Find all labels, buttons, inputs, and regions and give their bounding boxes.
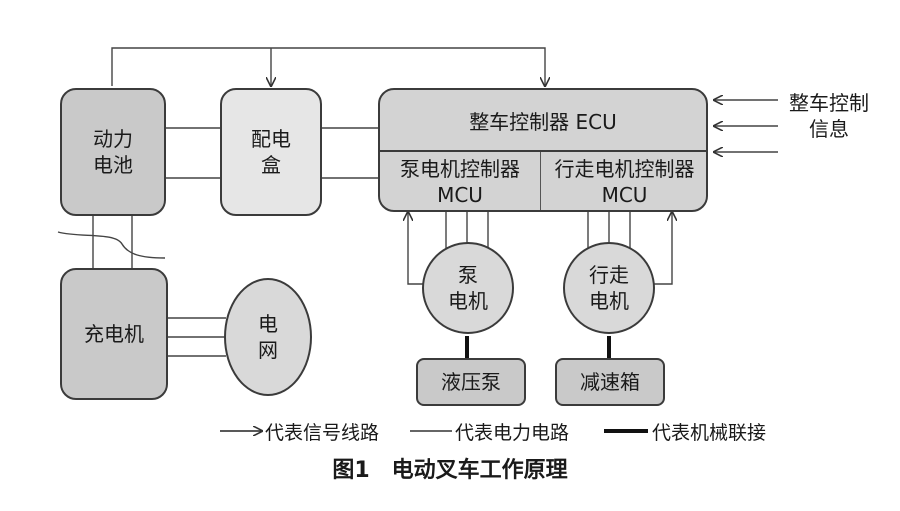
- pump-motor-label: 泵 电机: [448, 263, 488, 313]
- power-battery-box: 动力 电池: [60, 88, 166, 216]
- legend-signal-label: 代表信号线路: [265, 422, 380, 444]
- drive-mcu-label: 行走电机控制器 MCU: [554, 157, 695, 207]
- pump-mcu-label: 泵电机控制器 MCU: [400, 157, 520, 207]
- mcu-divider: [540, 152, 541, 210]
- hydraulic-pump-label: 液压泵: [441, 370, 501, 394]
- charger-box: 充电机: [60, 268, 168, 400]
- distribution-box: 配电 盒: [220, 88, 322, 216]
- pump-motor-node: 泵 电机: [422, 242, 514, 334]
- distribution-box-label: 配电 盒: [251, 127, 291, 177]
- power-battery-label: 动力 电池: [93, 127, 133, 177]
- charger-label: 充电机: [84, 322, 144, 346]
- drive-motor-label: 行走 电机: [589, 263, 629, 313]
- drive-motor-node: 行走 电机: [563, 242, 655, 334]
- gearbox-box: 减速箱: [555, 358, 665, 406]
- gearbox-label: 减速箱: [580, 370, 640, 394]
- legend-mechanical-label: 代表机械联接: [652, 422, 767, 444]
- figure-caption: 图1 电动叉车工作原理: [332, 458, 568, 483]
- legend-power-label: 代表电力电路: [455, 422, 570, 444]
- ecu-block: 整车控制器 ECU 泵电机控制器 MCU 行走电机控制器 MCU: [378, 88, 708, 212]
- power-grid-label: 电 网: [258, 312, 278, 362]
- vehicle-control-info-label: 整车控制 信息: [789, 91, 869, 141]
- power-grid-node: 电 网: [224, 278, 312, 396]
- ecu-label: 整车控制器 ECU: [469, 109, 617, 134]
- pump-mcu-section: 泵电机控制器 MCU: [380, 152, 540, 210]
- drive-mcu-section: 行走电机控制器 MCU: [541, 152, 706, 210]
- hydraulic-pump-box: 液压泵: [416, 358, 526, 406]
- ecu-divider: [380, 150, 706, 152]
